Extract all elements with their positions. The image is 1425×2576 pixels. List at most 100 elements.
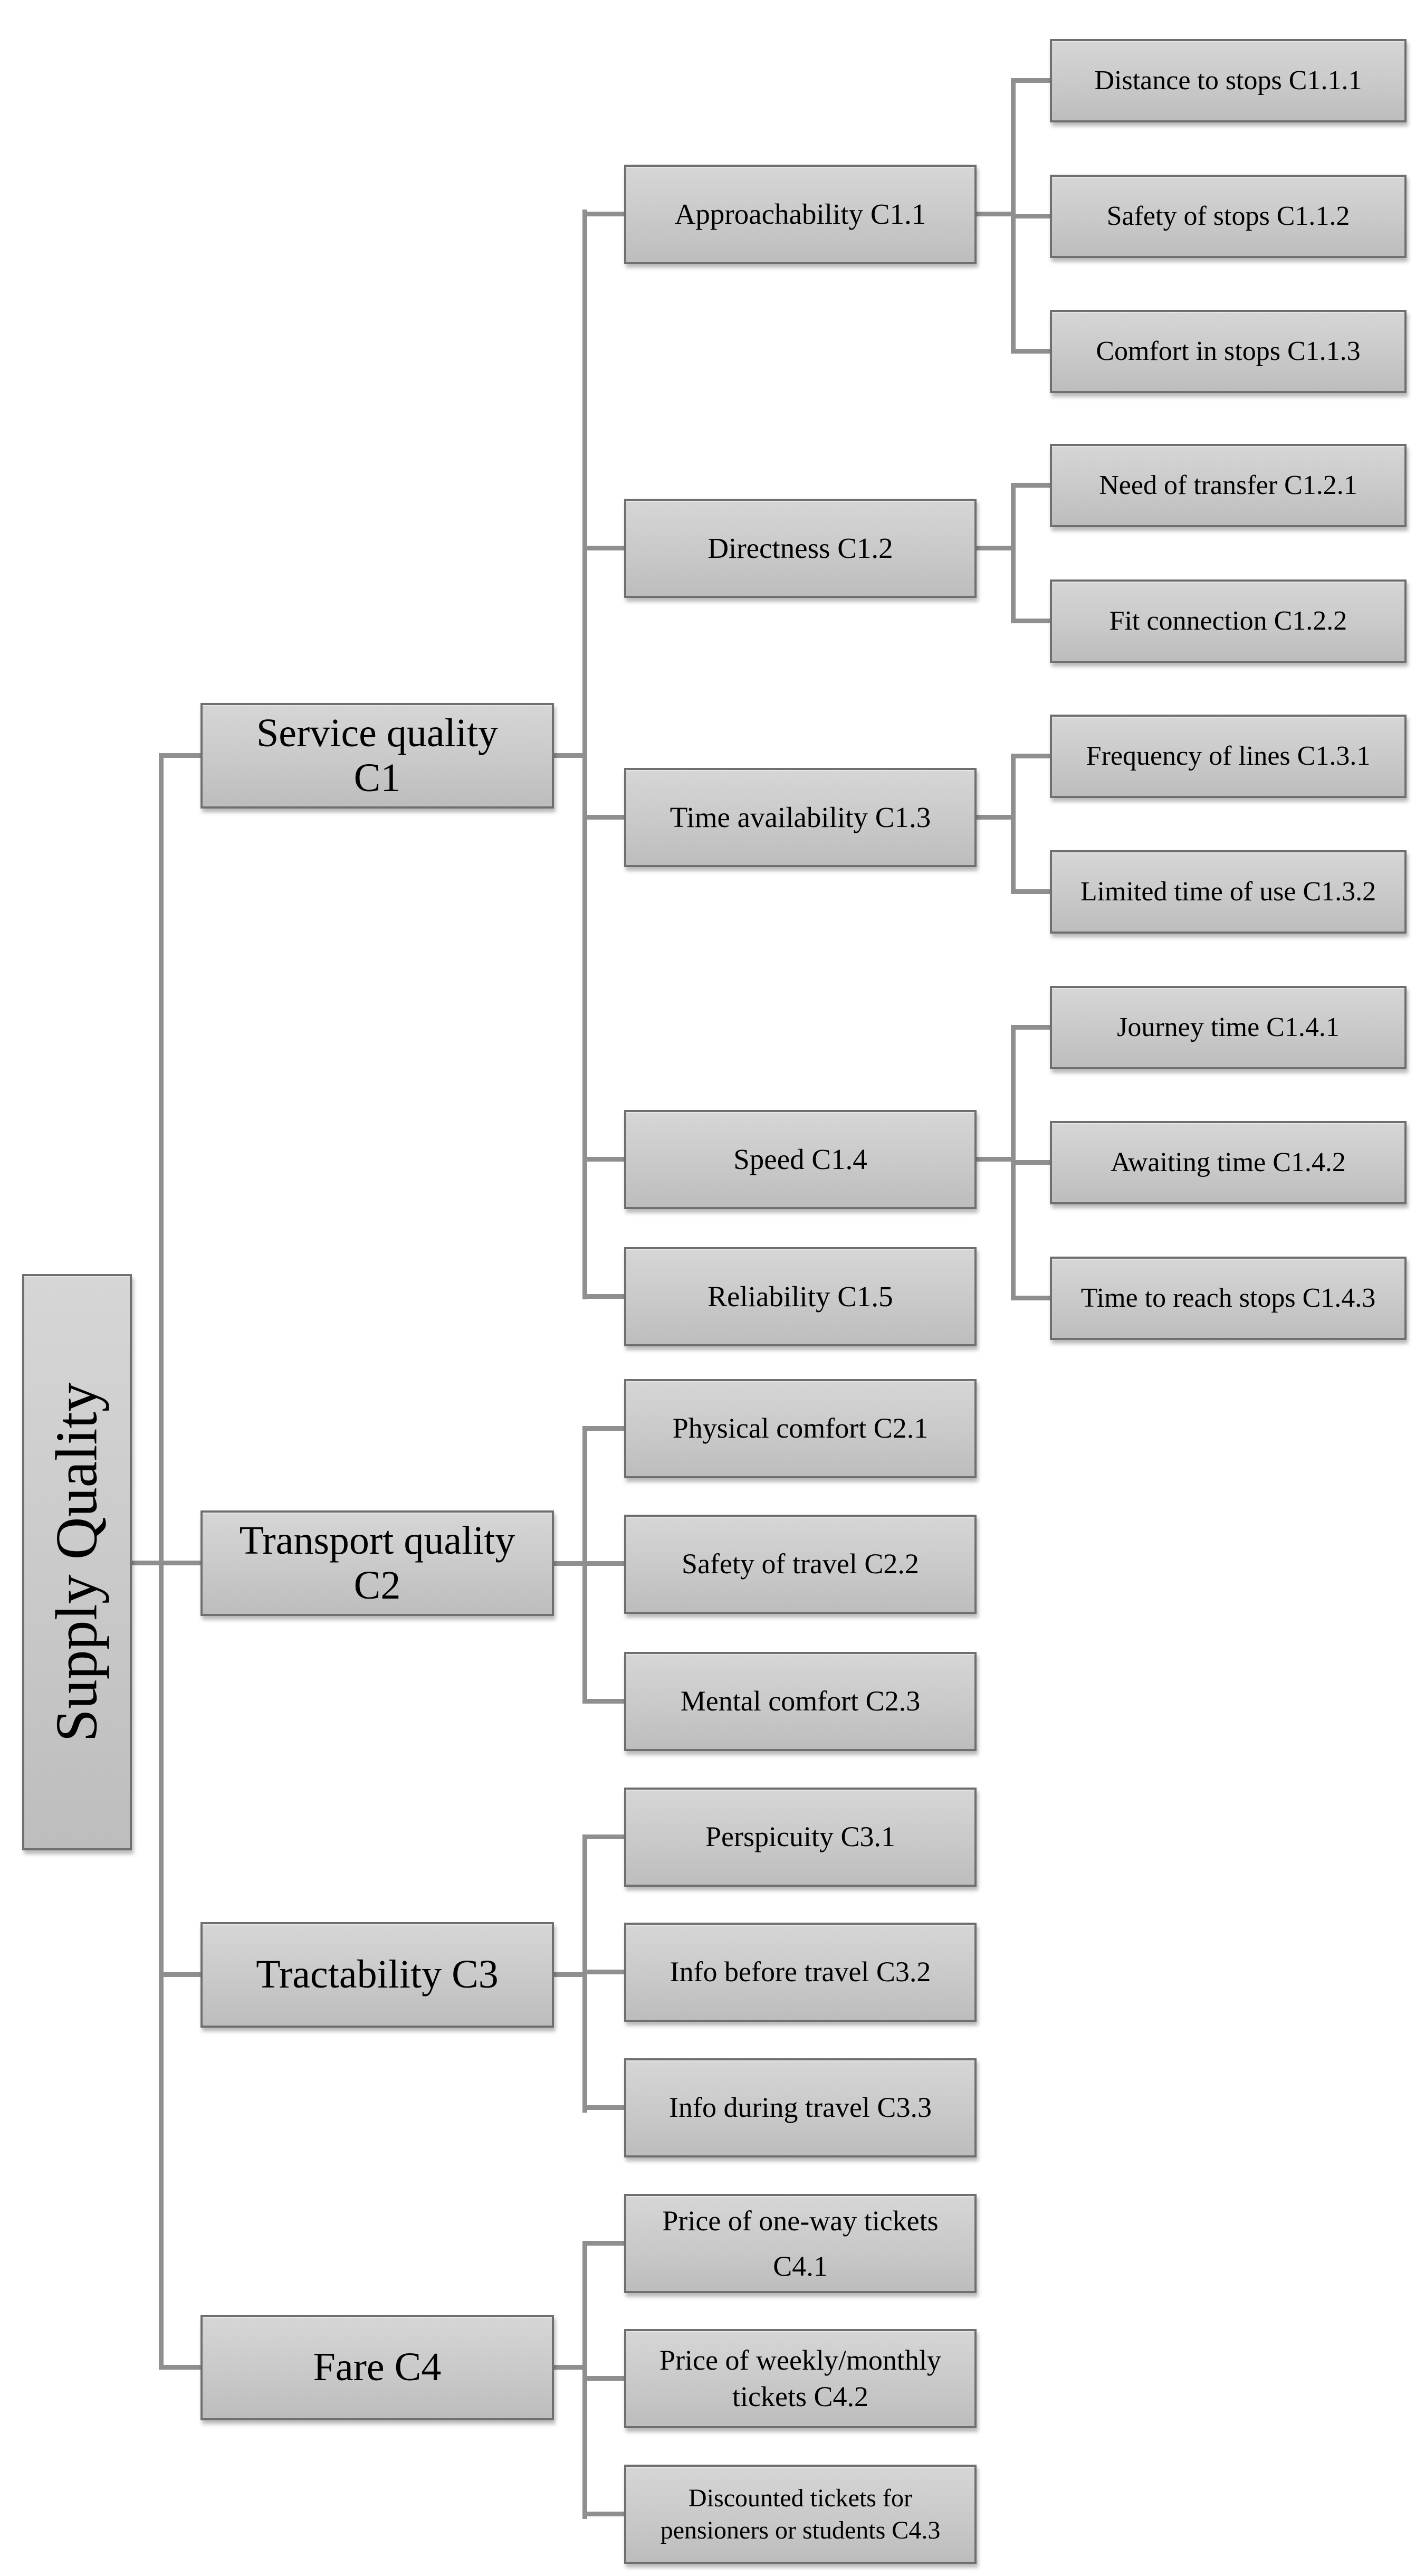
- node-c1-label-line1: Service quality: [256, 710, 498, 755]
- connector-c1-3-out: [977, 815, 1016, 820]
- connector-c1-2-stub: [582, 546, 624, 550]
- connector-c1-1-stub: [582, 212, 624, 216]
- node-c3-label: Tractability C3: [256, 1952, 499, 1997]
- node-c4-2-label-line1: Price of weekly/monthly: [659, 2344, 941, 2376]
- node-c4-1-label-line2: C4.1: [773, 2250, 828, 2282]
- node-c3-1: Perspicuity C3.1: [624, 1788, 977, 1887]
- connector-c1-4-3-stub: [1011, 1296, 1050, 1300]
- connector-c3-3-stub: [582, 2105, 624, 2110]
- node-c2-3: Mental comfort C2.3: [624, 1652, 977, 1751]
- node-c4-1: Price of one-way tickets C4.1: [624, 2194, 977, 2293]
- node-c3-3-label: Info during travel C3.3: [669, 2092, 932, 2124]
- node-c3: Tractability C3: [200, 1922, 554, 2028]
- node-c1-label-line2: C1: [353, 756, 401, 800]
- connector-c1-3-2-stub: [1011, 889, 1050, 894]
- node-c4-1-label-line1: Price of one-way tickets: [662, 2204, 939, 2237]
- node-c4-2: Price of weekly/monthly tickets C4.2: [624, 2329, 977, 2428]
- node-c1-4: Speed C1.4: [624, 1110, 977, 1209]
- node-c1-2-1: Need of transfer C1.2.1: [1050, 444, 1407, 527]
- node-c1-4-2-label: Awaiting time C1.4.2: [1111, 1147, 1346, 1177]
- connector-c2-2-stub: [582, 1561, 624, 1566]
- connector-main-trunk: [159, 753, 164, 2370]
- node-c1-2-1-label: Need of transfer C1.2.1: [1099, 470, 1357, 500]
- node-c2: Transport quality C2: [200, 1510, 554, 1616]
- connector-c3-1-stub: [582, 1834, 624, 1839]
- node-c1-4-1: Journey time C1.4.1: [1050, 986, 1407, 1069]
- connector-c2-feed: [554, 1561, 587, 1566]
- node-c1-1-2: Safety of stops C1.1.2: [1050, 175, 1407, 258]
- node-c2-3-label: Mental comfort C2.3: [680, 1685, 921, 1717]
- node-c1-5-label: Reliability C1.5: [707, 1280, 893, 1313]
- node-c4-label: Fare C4: [313, 2345, 442, 2390]
- node-c1-3: Time availability C1.3: [624, 768, 977, 867]
- connector-c1-2-2-stub: [1011, 619, 1050, 623]
- node-c2-label-line2: C2: [353, 1563, 401, 1608]
- node-c2-2: Safety of travel C2.2: [624, 1515, 977, 1614]
- node-c2-label-line1: Transport quality: [239, 1518, 515, 1563]
- connector-c4-2-stub: [582, 2376, 624, 2381]
- node-c1-1-1-label: Distance to stops C1.1.1: [1094, 65, 1362, 96]
- node-c1-1-3: Comfort in stops C1.1.3: [1050, 310, 1407, 393]
- node-c3-2: Info before travel C3.2: [624, 1923, 977, 2022]
- node-c1-1-2-label: Safety of stops C1.1.2: [1106, 201, 1350, 231]
- node-c1-2-2-label: Fit connection C1.2.2: [1109, 605, 1347, 636]
- connector-c3-feed: [554, 1972, 587, 1977]
- node-c4-3-label-line1: Discounted tickets for: [688, 2484, 912, 2512]
- connector-c1-1-2-stub: [1011, 214, 1050, 218]
- node-c3-2-label: Info before travel C3.2: [670, 1956, 931, 1988]
- node-c1-4-2: Awaiting time C1.4.2: [1050, 1121, 1407, 1204]
- node-c1-4-3-label: Time to reach stops C1.4.3: [1080, 1282, 1376, 1313]
- node-c4-3: Discounted tickets for pensioners or stu…: [624, 2465, 977, 2564]
- connector-c1-3-trunk: [1011, 754, 1016, 894]
- connector-c1-3-1-stub: [1011, 754, 1050, 758]
- node-supply-quality-label: Supply Quality: [44, 1382, 110, 1742]
- connector-c1-4-stub: [582, 1157, 624, 1162]
- connector-c4-1-stub: [582, 2241, 624, 2246]
- connector-c4-3-stub: [582, 2512, 624, 2516]
- connector-c3-2-stub: [582, 1970, 624, 1974]
- node-c1-1-1: Distance to stops C1.1.1: [1050, 39, 1407, 122]
- node-c3-3: Info during travel C3.3: [624, 2058, 977, 2157]
- connector-c1-4-2-stub: [1011, 1160, 1050, 1165]
- node-c1-3-1-label: Frequency of lines C1.3.1: [1086, 740, 1371, 771]
- node-c3-1-label: Perspicuity C3.1: [705, 1821, 895, 1853]
- node-c1-3-1: Frequency of lines C1.3.1: [1050, 715, 1407, 798]
- connector-c1-2-out: [977, 546, 1016, 550]
- node-c1-3-label: Time availability C1.3: [670, 801, 931, 833]
- node-c1-5: Reliability C1.5: [624, 1247, 977, 1346]
- connector-c1-3-stub: [582, 815, 624, 820]
- node-c2-2-label: Safety of travel C2.2: [682, 1548, 919, 1580]
- connector-c2-1-stub: [582, 1426, 624, 1431]
- connector-c1-stub: [159, 753, 200, 758]
- node-c2-1-label: Physical comfort C2.1: [672, 1412, 929, 1444]
- node-c4-2-label-line2: tickets C4.2: [732, 2381, 868, 2412]
- node-c4: Fare C4: [200, 2315, 554, 2420]
- connector-c4-feed: [554, 2365, 587, 2370]
- connector-c4-stub: [159, 2365, 200, 2370]
- connector-c1-feed: [554, 753, 587, 758]
- connector-c1-2-1-stub: [1011, 483, 1050, 488]
- connector-c1-1-3-stub: [1011, 349, 1050, 354]
- connector-c1-5-stub: [582, 1294, 624, 1299]
- connector-root-to-c2: [132, 1561, 200, 1565]
- node-c1-4-1-label: Journey time C1.4.1: [1117, 1012, 1340, 1042]
- node-c1: Service quality C1: [200, 703, 554, 809]
- node-c1-2-label: Directness C1.2: [707, 532, 893, 564]
- connector-c1-trunk: [582, 210, 587, 1299]
- connector-c1-2-trunk: [1011, 483, 1016, 623]
- node-supply-quality: Supply Quality: [22, 1274, 132, 1850]
- node-c1-1-label: Approachability C1.1: [674, 198, 926, 230]
- node-c1-2: Directness C1.2: [624, 499, 977, 598]
- node-c1-4-3: Time to reach stops C1.4.3: [1050, 1257, 1407, 1340]
- node-c1-1: Approachability C1.1: [624, 165, 977, 264]
- node-c1-1-3-label: Comfort in stops C1.1.3: [1096, 336, 1361, 366]
- node-c1-3-2: Limited time of use C1.3.2: [1050, 850, 1407, 934]
- node-c1-4-label: Speed C1.4: [733, 1143, 867, 1175]
- connector-c2-3-stub: [582, 1699, 624, 1704]
- connector-c1-1-1-stub: [1011, 78, 1050, 83]
- node-c1-2-2: Fit connection C1.2.2: [1050, 579, 1407, 663]
- node-c2-1: Physical comfort C2.1: [624, 1379, 977, 1478]
- connector-c1-4-out: [977, 1157, 1016, 1162]
- node-c4-3-label-line2: pensioners or students C4.3: [660, 2516, 941, 2544]
